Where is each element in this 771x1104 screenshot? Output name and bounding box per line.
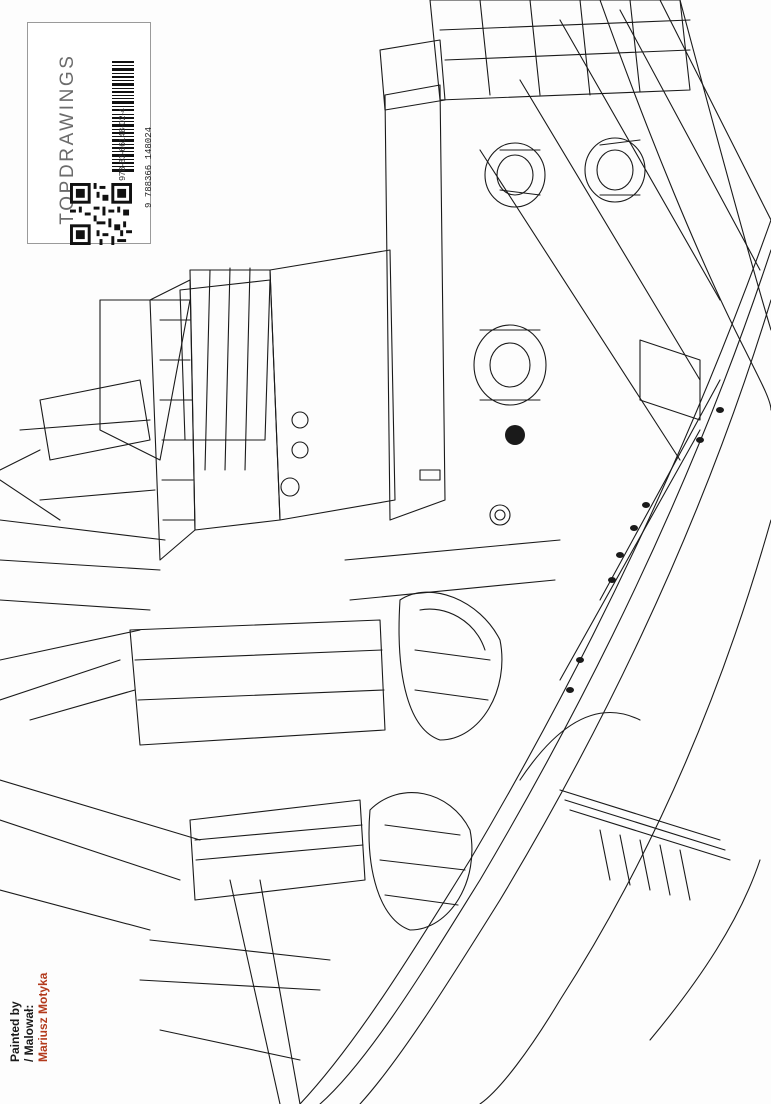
- isbn-label-box: TOPDRAWINGS ISBN 978-83-66148-02-4: [27, 22, 154, 245]
- deck-planking: [479, 0, 771, 681]
- portholes: [505, 407, 724, 693]
- superstructure-top: [379, 0, 691, 111]
- masts-and-rigging: [0, 299, 331, 1104]
- isbn-digits: 9 788366 148024: [144, 126, 154, 208]
- lifeboats: [368, 591, 503, 931]
- credit-label: Painted by: [8, 1001, 22, 1062]
- rails-and-ladders: [344, 339, 731, 901]
- artist-name: Mariusz Motyka: [36, 972, 50, 1062]
- winches: [473, 137, 646, 406]
- isbn-text: ISBN 978-83-66148-02-4: [117, 108, 127, 203]
- credit-label-polish: / Malował:: [22, 1004, 36, 1062]
- barcode-icon: [112, 61, 134, 172]
- hull-lines: [299, 0, 771, 1104]
- funnels: [129, 279, 386, 901]
- deckhouse: [149, 84, 446, 561]
- qr-code-icon: [70, 183, 132, 245]
